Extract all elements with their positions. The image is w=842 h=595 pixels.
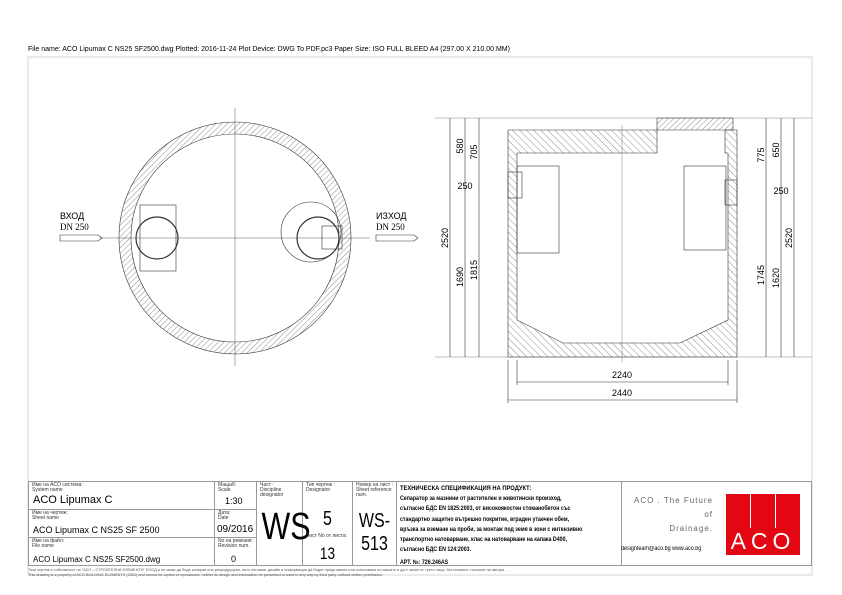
sheet-name: ACO Lipumax C NS25 SF 2500: [33, 525, 160, 535]
scale-value: 1:30: [225, 496, 243, 506]
outlet-pipe: [296, 216, 340, 260]
copyright-notice: Този чертеж е собственост на "ACO – СТРО…: [28, 568, 505, 577]
dim-right-775: 775: [756, 147, 766, 162]
designator-label: Тип чертеж :: [306, 482, 335, 488]
contact-info[interactable]: designteam@aco.bg www.aco.bg: [621, 546, 702, 552]
discipline-value: WS: [261, 506, 311, 548]
spec-line: съгласно БДС EN 1825:2003, от високоякос…: [400, 505, 571, 513]
scale-label-en: Scale: [218, 487, 231, 493]
dim-right-650: 650: [771, 142, 781, 157]
reference-value: WS-513: [358, 510, 391, 555]
spec-line: връзка за вземане на проби, за монтаж по…: [400, 525, 583, 533]
dim-left-2520: 2520: [440, 228, 450, 248]
designator-label-en: Designator: [306, 487, 331, 493]
section-dimensions: 2520 580 705 250 1690 1815 775 650 250 2…: [440, 138, 794, 398]
section-view: [435, 117, 812, 403]
inlet-pipe: [135, 216, 179, 260]
slogan-line-1: ACO . The Future of: [634, 496, 713, 519]
manhole-cover: [656, 117, 734, 131]
plot-info: File name: ACO Lipumax C NS25 SF2500.dwg…: [28, 46, 510, 53]
sheet-label-en: Sheet name: [32, 515, 59, 521]
aco-logo: ACO: [726, 494, 800, 555]
outlet-arrow: [375, 234, 419, 242]
product-specification: ТЕХНИЧЕСКА СПЕЦИФИКАЦИЯ НА ПРОДУКТ: Сепа…: [400, 484, 582, 569]
inlet-label: ВХОД: [60, 211, 84, 221]
dim-left-580: 580: [455, 138, 465, 153]
system-label-en: System name: [32, 487, 63, 493]
sheet-label: Име на чертеж:: [32, 510, 68, 516]
spec-title: ТЕХНИЧЕСКА СПЕЦИФИКАЦИЯ НА ПРОДУКТ:: [400, 485, 532, 492]
designator-value: 5: [323, 508, 332, 530]
date-label-en: Date: [218, 515, 229, 521]
tank-wall-section: [507, 129, 738, 358]
copyright-bg: Този чертеж е собственост на "ACO – СТРО…: [28, 568, 505, 572]
system-label: Име на ACO система:: [32, 482, 83, 488]
inlet-dn: DN 250: [60, 222, 89, 232]
inlet-baffle: [139, 204, 177, 272]
discipline-label-en: Discipline designator: [260, 487, 284, 498]
drawing-border: [27, 56, 813, 576]
spec-line: стандартно защитно вътрешно покритие, вг…: [400, 515, 570, 523]
file-name: ACO Lipumax C NS25 SF2500.dwg: [33, 555, 161, 564]
revision-value: 0: [231, 554, 237, 564]
reference-label-en: Sheet reference num.: [356, 487, 392, 498]
copyright-en: This drawing is a property of ACO BUILDI…: [28, 572, 383, 577]
dim-left-250: 250: [457, 181, 472, 191]
spec-line: Сепаратор за мазнини от растителен и жив…: [400, 495, 562, 503]
spec-line: транспортно натоварване, клас на натовар…: [400, 536, 567, 544]
revision-label: No на ревизия:: [218, 538, 253, 544]
outlet-label: ИЗХОД: [376, 211, 407, 221]
dim-right-2520: 2520: [784, 228, 794, 248]
file-label-en: File name: [32, 543, 54, 549]
plan-view: [59, 108, 419, 366]
reference-label: Номер на лист :: [356, 482, 393, 488]
plan-labels: ВХОД DN 250 ИЗХОД DN 250: [60, 211, 407, 232]
date-label: Дата:: [218, 510, 231, 516]
dim-right-250: 250: [773, 186, 788, 196]
system-name: ACO Lipumax C: [33, 494, 113, 506]
scale-label: Мащаб:: [218, 482, 237, 488]
article-number: АРТ. №: 726.246AS: [400, 559, 449, 567]
sheet-no-label: Лист No от листа:: [306, 533, 347, 539]
inlet-arrow: [59, 234, 103, 242]
outlet-chamber: [280, 201, 342, 263]
discipline-label: Част :: [260, 482, 274, 488]
dim-left-1815: 1815: [469, 260, 479, 280]
dim-bottom-2440: 2440: [612, 388, 632, 398]
outlet-dn: DN 250: [376, 222, 405, 232]
slogan-line-2: Drainage.: [669, 524, 713, 533]
dim-bottom-2240: 2240: [612, 370, 632, 380]
sheet-no-value: 13: [319, 544, 336, 563]
file-label: Име на файл:: [32, 538, 65, 544]
logo-text: ACO: [726, 528, 800, 555]
dim-right-1745: 1745: [756, 265, 766, 285]
dim-right-1620: 1620: [771, 268, 781, 288]
spec-line: съгласно БДС EN 124:2003.: [400, 546, 472, 554]
dim-left-1690: 1690: [455, 267, 465, 287]
revision-label-en: Revision num.: [218, 543, 250, 549]
dim-left-705: 705: [469, 144, 479, 159]
date-value: 09/2016: [217, 524, 254, 535]
tank-wall-circle: [118, 121, 352, 355]
